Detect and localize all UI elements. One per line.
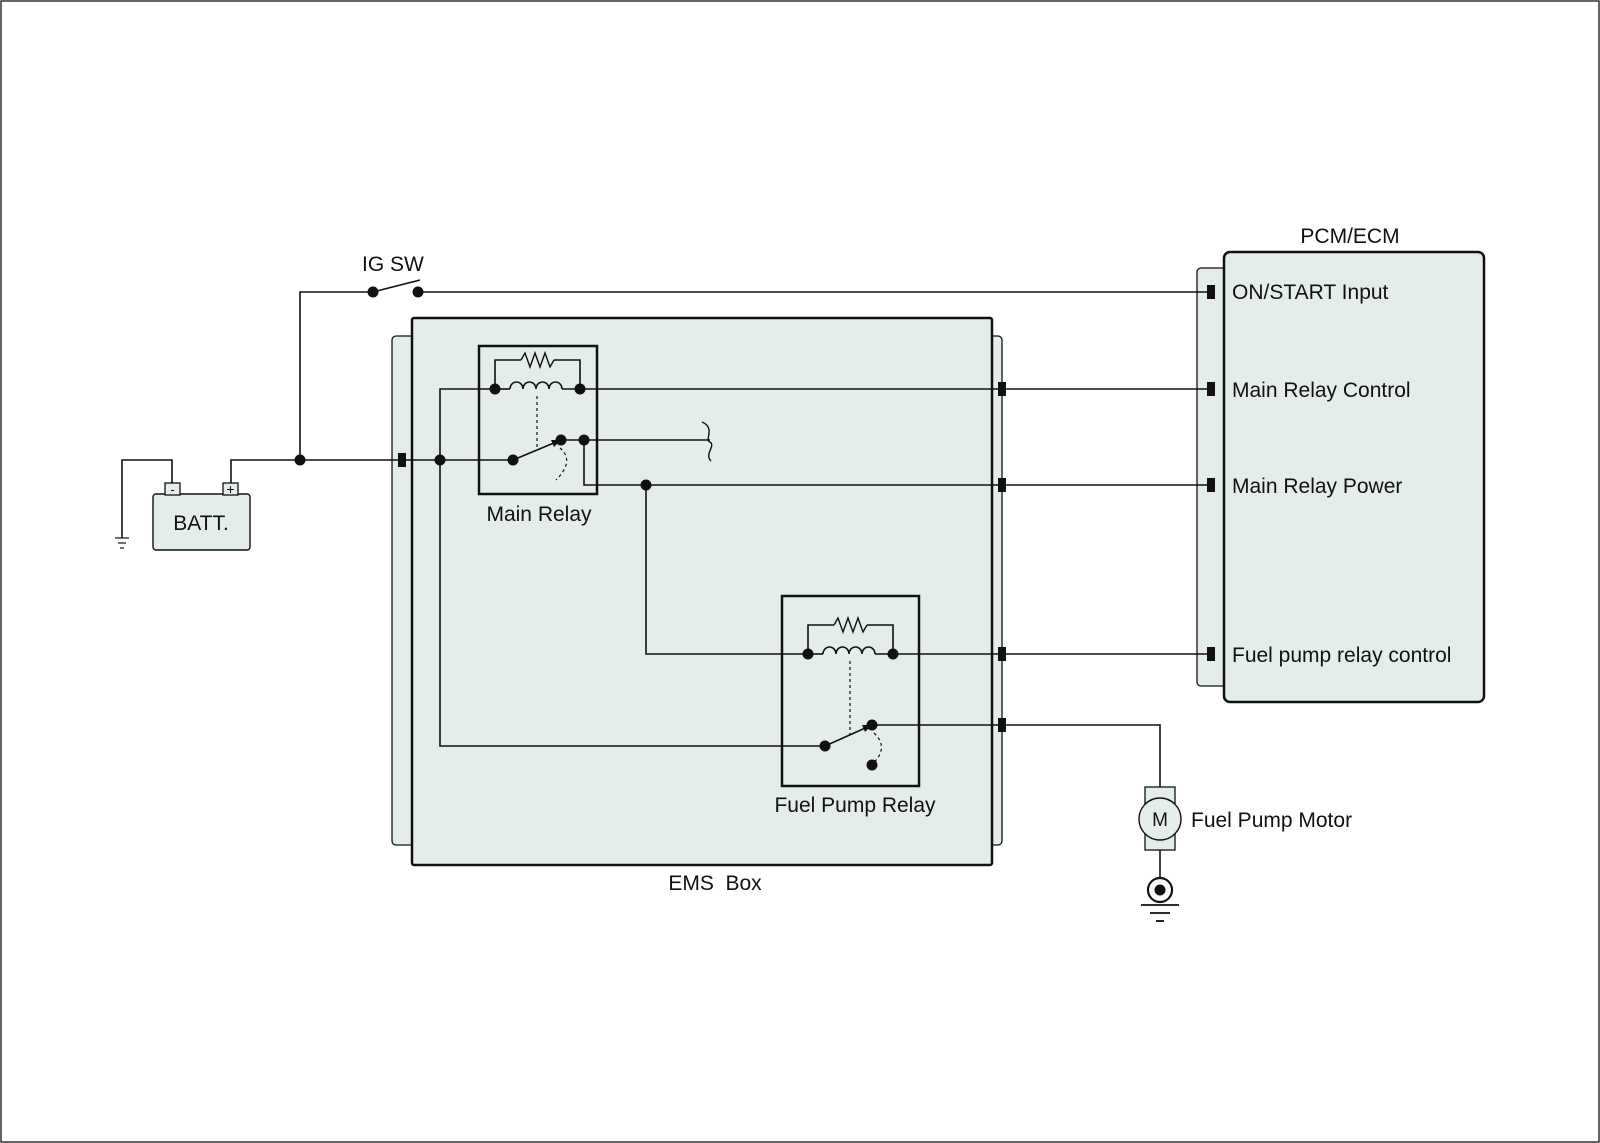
battery-label: BATT. [173, 512, 229, 535]
main-relay-power-label: Main Relay Power [1232, 475, 1402, 498]
fuel-pump-motor: M [1138, 786, 1182, 851]
fuel-pump-relay-label: Fuel Pump Relay [774, 794, 936, 817]
pcm-ecm-title: PCM/ECM [1300, 225, 1399, 248]
fuel-pump-relay-control-label: Fuel pump relay control [1232, 644, 1451, 667]
main-relay-label: Main Relay [486, 503, 592, 526]
pcm-left-rail [1196, 267, 1228, 687]
fuel-pump-relay-internals [802, 615, 899, 771]
battery-ground-icon [115, 537, 129, 549]
ems-box-label: EMS Box [668, 872, 762, 895]
ig-sw-label: IG SW [362, 253, 424, 276]
ems-box-left-rail [391, 335, 415, 846]
pcm-ecm-module [1196, 250, 1486, 704]
pcm-body [1222, 250, 1486, 704]
battery-minus-label: - [170, 482, 174, 497]
on-start-input-label: ON/START Input [1232, 281, 1389, 304]
junction-dots [294, 454, 652, 491]
fuel-pump-relay-box [780, 594, 921, 788]
battery-plus-label: + [226, 481, 234, 497]
main-relay-box [477, 344, 599, 496]
connector-pins [398, 285, 1215, 732]
main-relay-internals [489, 350, 590, 481]
motor-symbol: M [1152, 810, 1168, 831]
wire-break-mark [701, 421, 713, 462]
fuel-pump-motor-label: Fuel Pump Motor [1191, 809, 1352, 832]
main-relay-control-label: Main Relay Control [1232, 379, 1411, 402]
ig-switch [367, 279, 424, 298]
motor-ground-icon [1141, 876, 1179, 922]
battery: - + BATT. [152, 481, 251, 551]
